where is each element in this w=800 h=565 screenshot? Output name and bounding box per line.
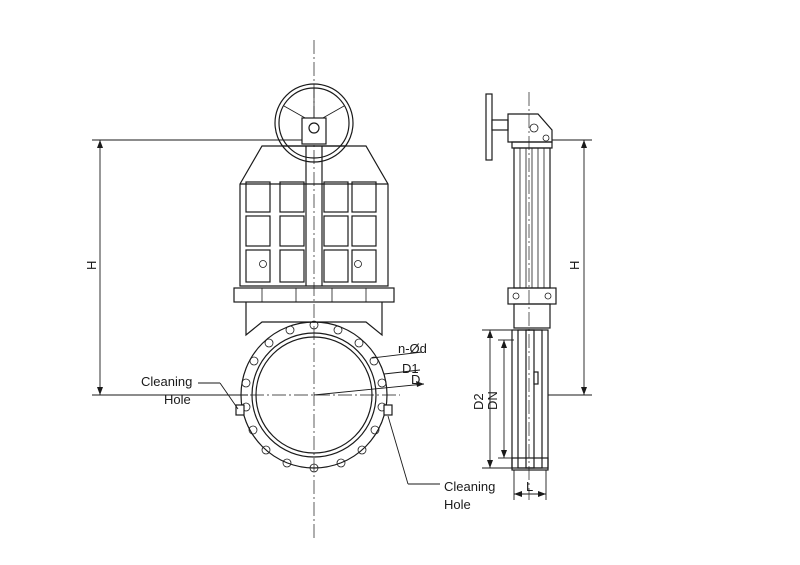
side-l-dimension [513, 470, 547, 500]
front-diameter-leaders [313, 351, 425, 396]
front-view [92, 40, 440, 540]
front-h-label: H [84, 261, 99, 270]
d-label: D [411, 372, 420, 387]
front-yoke-cage [233, 145, 395, 303]
side-h-dimension [548, 139, 592, 396]
side-d2-dn-dimensions [482, 329, 514, 469]
cleaning-hole-right-line1: Cleaning [444, 479, 495, 494]
dn-label: DN [485, 391, 500, 410]
cleaning-hole-left-line2: Hole [164, 392, 191, 407]
cleaning-hole-right-line2: Hole [444, 497, 471, 512]
d1-label: D1 [402, 361, 419, 376]
l-label: L [526, 479, 533, 494]
side-yoke [507, 147, 557, 329]
side-view [482, 92, 592, 500]
d2-label: D2 [471, 393, 486, 410]
front-h-dimension [92, 139, 302, 396]
side-valve-body [511, 329, 549, 471]
side-h-label: H [567, 261, 582, 270]
n-od-label: n-Ød [398, 341, 427, 356]
cleaning-hole-left-line1: Cleaning [141, 374, 192, 389]
side-handwheel [485, 93, 553, 161]
cleaning-hole-leaders [198, 382, 440, 485]
